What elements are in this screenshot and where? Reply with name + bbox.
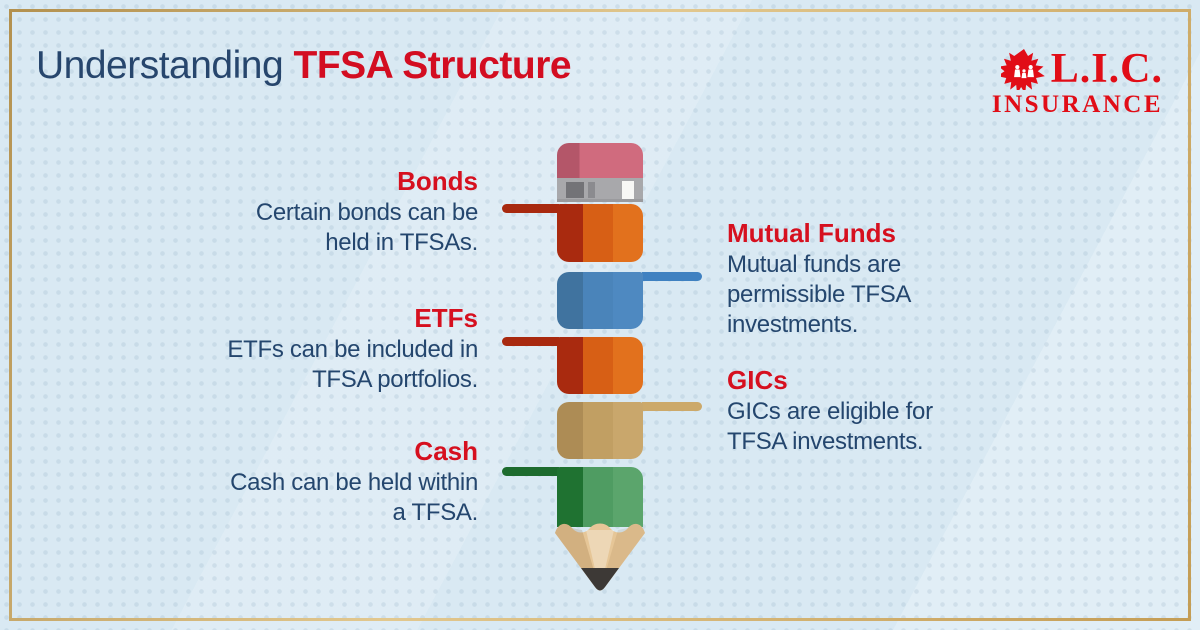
pencil-segment-mutual-funds — [557, 272, 643, 329]
item-label-etfs: ETFs — [414, 303, 478, 333]
connector-line-etfs — [502, 337, 559, 346]
pencil-segment-bonds — [557, 204, 643, 262]
connector-line-cash — [502, 467, 559, 476]
item-block-gics: GICs GICs are eligible for TFSA investme… — [727, 366, 972, 457]
ferrule-detail-mid — [588, 182, 595, 198]
item-label-bonds: Bonds — [397, 166, 478, 196]
item-block-etfs: ETFs ETFs can be included in TFSA portfo… — [208, 304, 478, 395]
item-desc-gics: GICs are eligible for TFSA investments. — [727, 398, 933, 455]
connector-line-bonds — [502, 204, 559, 213]
item-desc-etfs: ETFs can be included in TFSA portfolios. — [227, 336, 478, 393]
logo-name: L.I.C. — [1050, 46, 1163, 92]
logo-row: L.I.C. — [992, 48, 1163, 90]
connector-line-mutual-funds — [642, 272, 702, 281]
item-desc-bonds: Certain bonds can be held in TFSAs. — [255, 199, 478, 256]
connector-line-gics — [642, 402, 702, 411]
pencil-segment-gics — [557, 402, 643, 459]
item-label-mutual-funds: Mutual Funds — [727, 218, 896, 248]
item-block-mutual-funds: Mutual Funds Mutual funds are permissibl… — [727, 219, 942, 340]
pencil-eraser — [557, 143, 643, 178]
page-title-accent: TFSA Structure — [293, 44, 572, 87]
maple-leaf-icon — [1000, 48, 1045, 90]
item-block-cash: Cash Cash can be held within a TFSA. — [228, 437, 478, 528]
item-label-cash: Cash — [414, 436, 478, 466]
pencil-segment-etfs — [557, 337, 643, 394]
item-desc-mutual-funds: Mutual funds are permissible TFSA invest… — [727, 251, 910, 338]
pencil-wood-tip — [555, 523, 645, 591]
ferrule-detail-highlight — [622, 181, 634, 199]
ferrule-detail-dark — [566, 182, 584, 198]
page-title: Understanding TFSA Structure — [36, 44, 572, 88]
page-title-regular: Understanding — [36, 44, 294, 87]
company-logo: L.I.C. INSURANCE — [992, 48, 1163, 117]
item-label-gics: GICs — [727, 365, 788, 395]
pencil-ferrule — [557, 178, 643, 202]
item-desc-cash: Cash can be held within a TFSA. — [230, 469, 478, 526]
item-block-bonds: Bonds Certain bonds can be held in TFSAs… — [228, 167, 478, 258]
logo-subtitle: INSURANCE — [991, 91, 1163, 118]
pencil-segment-cash — [557, 467, 643, 527]
